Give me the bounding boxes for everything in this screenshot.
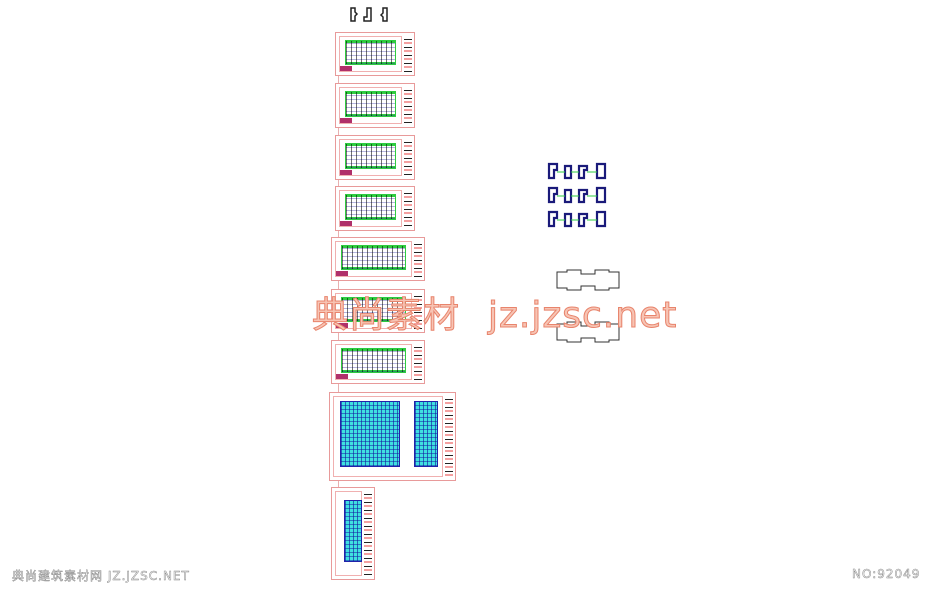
section-drawing bbox=[344, 500, 362, 562]
section-sheet[interactable] bbox=[331, 487, 375, 580]
elevation-sheet[interactable] bbox=[329, 392, 456, 481]
footer-number-label: NO:92049 bbox=[852, 567, 921, 582]
floor-plan-sheet-3[interactable] bbox=[335, 135, 415, 180]
footer-site-label: 典尚建筑素材网 JZ.JZSC.NET bbox=[12, 569, 190, 584]
key-plan-icons bbox=[350, 7, 388, 22]
floor-plan-sheet-5[interactable] bbox=[331, 237, 425, 281]
sheet-connector bbox=[338, 75, 339, 495]
floor-plan-sheet-4[interactable] bbox=[335, 186, 415, 231]
building-outline-top bbox=[556, 269, 620, 291]
unit-plan-group bbox=[547, 162, 607, 228]
watermark-url: jz.jzsc.net bbox=[488, 295, 678, 337]
building-outline-bottom bbox=[556, 321, 620, 343]
floor-plan-sheet-2[interactable] bbox=[335, 83, 415, 128]
front-elevation bbox=[340, 401, 400, 467]
floor-plan-sheet-6[interactable] bbox=[331, 289, 425, 333]
watermark-brand: 典尚素材 bbox=[311, 295, 461, 337]
watermark: 典尚素材 jz.jzsc.net bbox=[311, 286, 678, 338]
floor-plan-sheet-7[interactable] bbox=[331, 340, 425, 384]
side-elevation bbox=[414, 401, 438, 467]
floor-plan-sheet-1[interactable] bbox=[335, 32, 415, 76]
